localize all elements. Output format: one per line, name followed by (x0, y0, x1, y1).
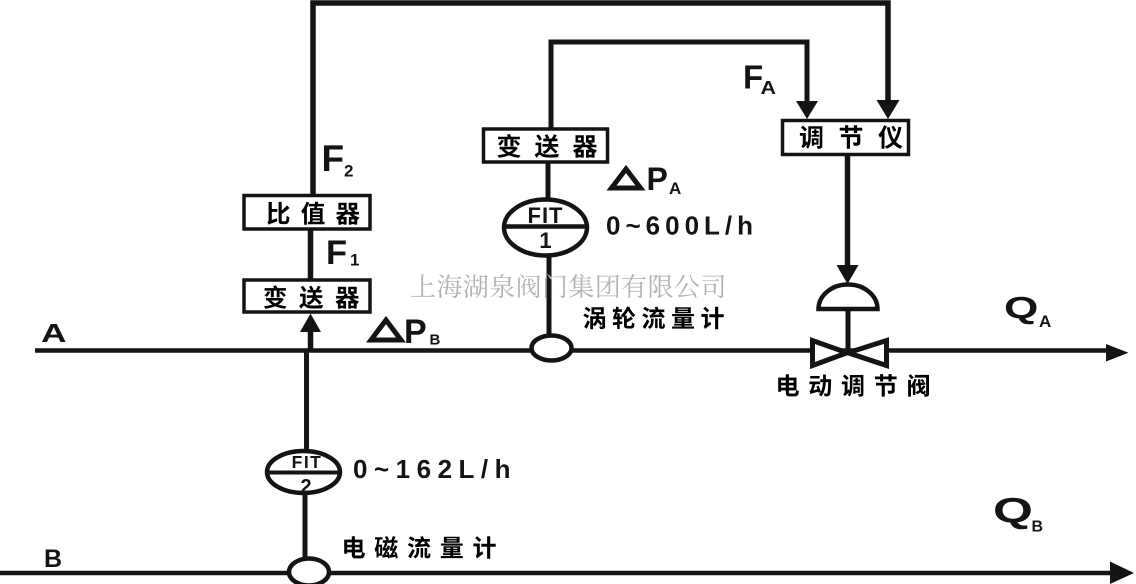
svg-text:A: A (761, 78, 777, 98)
svg-text:P: P (647, 161, 668, 197)
svg-text:1: 1 (350, 251, 359, 270)
svg-text:B: B (1032, 519, 1044, 536)
svg-text:0~162L/h: 0~162L/h (353, 454, 517, 484)
svg-text:F: F (322, 138, 345, 179)
svg-text:1: 1 (539, 228, 551, 253)
svg-text:A: A (669, 179, 681, 198)
svg-text:P: P (404, 313, 427, 351)
svg-text:F: F (326, 234, 347, 272)
svg-text:B: B (430, 332, 441, 349)
svg-text:F: F (743, 59, 763, 96)
svg-text:2: 2 (344, 162, 353, 181)
svg-text:Q: Q (1004, 291, 1038, 325)
svg-text:0~600L/h: 0~600L/h (606, 211, 758, 241)
svg-text:A: A (1039, 312, 1051, 331)
svg-text:B: B (44, 545, 62, 573)
svg-text:Q: Q (993, 491, 1033, 530)
svg-text:2: 2 (300, 476, 311, 498)
svg-text:FIT: FIT (528, 203, 564, 228)
svg-text:A: A (41, 318, 67, 348)
svg-text:FIT: FIT (292, 452, 323, 472)
